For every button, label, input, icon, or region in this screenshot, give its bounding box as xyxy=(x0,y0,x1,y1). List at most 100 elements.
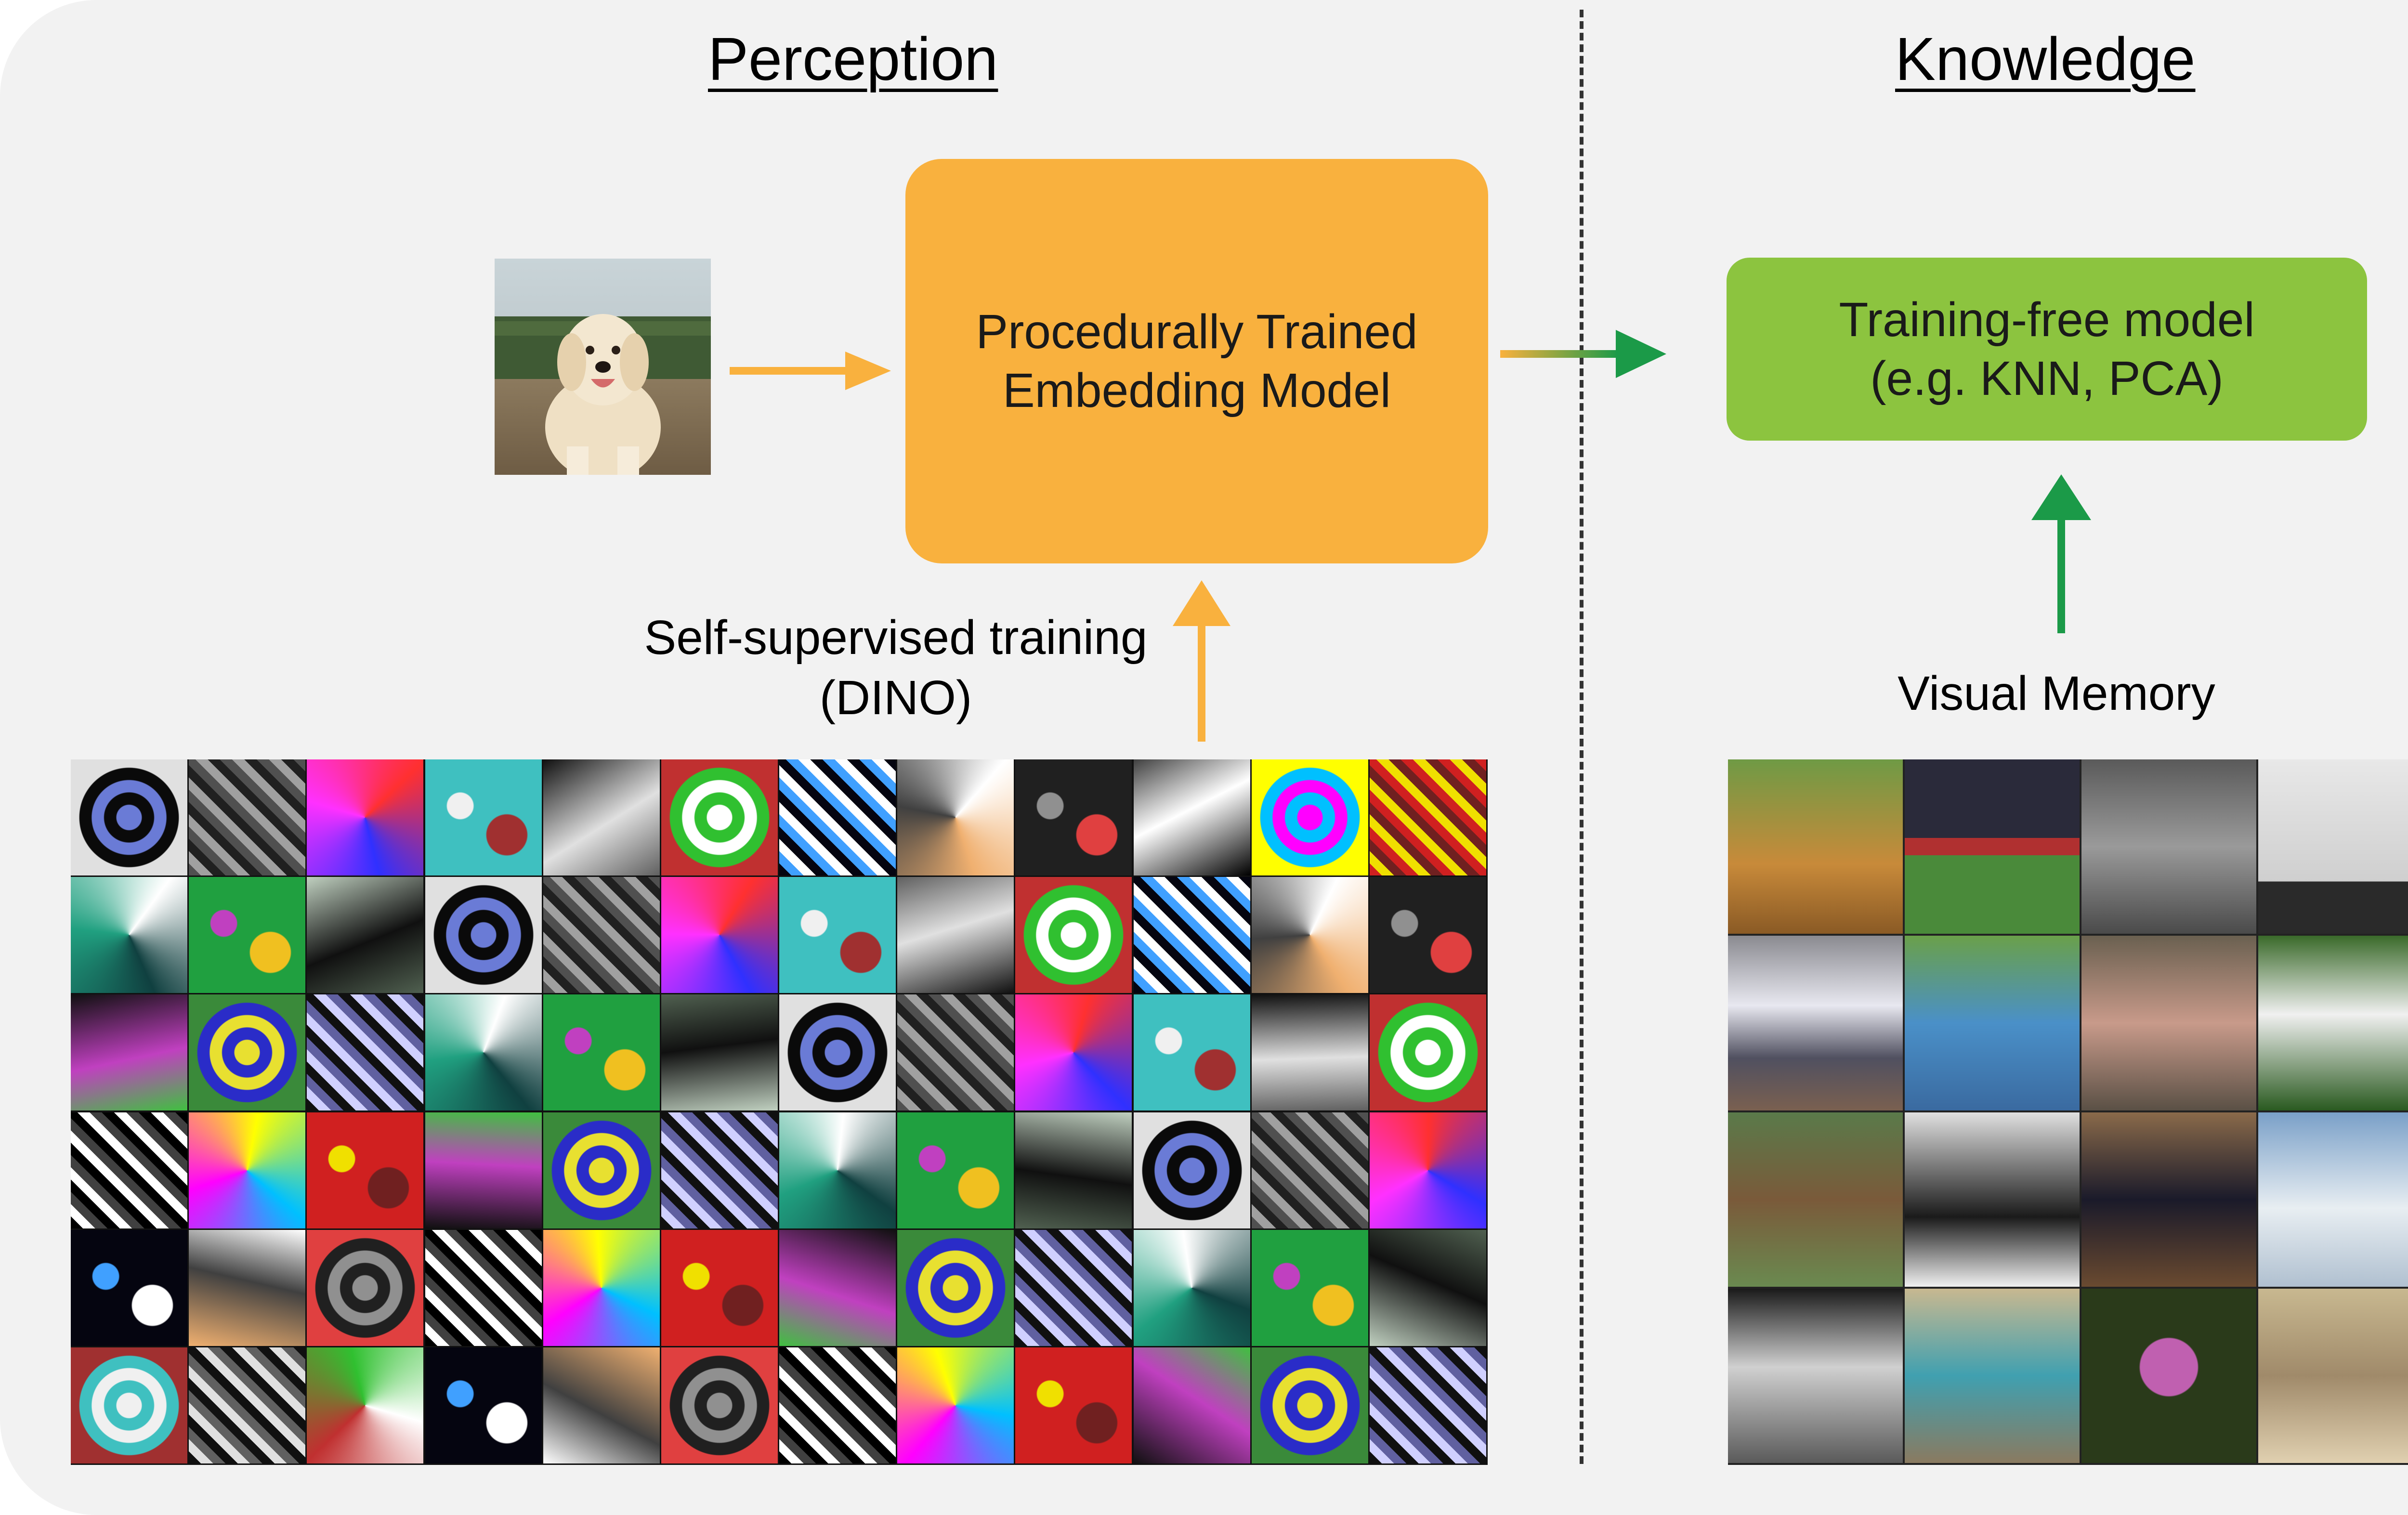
procedural-image-tile xyxy=(1133,877,1250,993)
procedural-image-tile xyxy=(71,759,188,876)
input-dog-photo xyxy=(495,259,711,475)
procedural-image-tile xyxy=(1015,877,1132,993)
procedural-image-tile xyxy=(1133,1229,1250,1346)
procedural-image-tile xyxy=(543,759,660,876)
procedural-image-tile xyxy=(779,759,896,876)
procedural-image-tile xyxy=(779,877,896,993)
procedural-image-tile xyxy=(661,1347,778,1463)
loafer-shoes-photo xyxy=(1905,1112,2080,1287)
procedural-image-tile xyxy=(543,877,660,993)
training-free-model-box: Training-free model (e.g. KNN, PCA) xyxy=(1727,258,2367,441)
visual-memory-grid xyxy=(1728,759,2408,1465)
procedural-image-tile xyxy=(1251,1347,1368,1463)
procedural-image-tile xyxy=(779,1347,896,1463)
procedural-image-tile xyxy=(189,877,306,993)
procedural-images-grid xyxy=(71,759,1488,1465)
baseball-stadium-photo xyxy=(1905,759,2080,934)
procedural-image-tile xyxy=(189,994,306,1111)
procedural-image-tile xyxy=(897,994,1014,1111)
training-free-line1: Training-free model xyxy=(1839,293,2255,347)
procedural-image-tile xyxy=(543,994,660,1111)
procedural-image-tile xyxy=(1369,1229,1486,1346)
laptop-photo xyxy=(2081,1112,2256,1287)
pencil-case-photo xyxy=(1905,936,2080,1110)
procedural-image-tile xyxy=(307,1229,424,1346)
procedural-image-tile xyxy=(1015,1347,1132,1463)
procedural-image-tile xyxy=(897,1347,1014,1463)
procedural-image-tile xyxy=(1133,759,1250,876)
procedural-image-tile xyxy=(897,1112,1014,1228)
perception-heading: Perception xyxy=(708,25,998,93)
procedural-image-tile xyxy=(425,759,542,876)
procedural-image-tile xyxy=(189,1112,306,1228)
bullet-train-photo xyxy=(1728,936,1903,1110)
procedural-image-tile xyxy=(779,1229,896,1346)
procedural-image-tile xyxy=(189,1229,306,1346)
input-arrow xyxy=(730,352,891,390)
procedural-image-tile xyxy=(779,994,896,1111)
embedding-box-line2: Embedding Model xyxy=(1002,364,1391,418)
ipod-photo xyxy=(2258,759,2408,934)
hippo-photo xyxy=(2081,936,2256,1110)
procedural-image-tile xyxy=(71,877,188,993)
procedural-image-tile xyxy=(661,759,778,876)
knowledge-heading: Knowledge xyxy=(1895,25,2196,93)
training-free-line2: (e.g. KNN, PCA) xyxy=(1870,352,2224,405)
procedural-image-tile xyxy=(661,1229,778,1346)
procedural-image-tile xyxy=(1369,994,1486,1111)
procedural-image-tile xyxy=(1015,994,1132,1111)
elephant-photo xyxy=(2081,759,2256,934)
procedural-image-tile xyxy=(1133,1347,1250,1463)
ssl-label-line1: Self-supervised training xyxy=(644,611,1148,665)
procedural-image-tile xyxy=(1251,1229,1368,1346)
procedural-image-tile xyxy=(307,877,424,993)
procedural-image-tile xyxy=(425,994,542,1111)
mountain-above-clouds-photo xyxy=(2258,1112,2408,1287)
procedural-image-tile xyxy=(307,1112,424,1228)
golden-retriever-image xyxy=(495,259,711,475)
procedural-image-tile xyxy=(543,1347,660,1463)
procedural-image-tile xyxy=(71,1347,188,1463)
procedural-image-tile xyxy=(1251,994,1368,1111)
thistle-flower-photo xyxy=(2081,1288,2256,1463)
procedural-image-tile xyxy=(1133,1112,1250,1228)
procedural-image-tile xyxy=(1015,1229,1132,1346)
procedural-image-tile xyxy=(307,759,424,876)
barber-chairs-photo xyxy=(1905,1288,2080,1463)
procedural-image-tile xyxy=(425,1347,542,1463)
procedural-image-tile xyxy=(71,994,188,1111)
procedural-image-tile xyxy=(1369,877,1486,993)
procedural-image-tile xyxy=(1369,759,1486,876)
procedural-image-tile xyxy=(1251,1112,1368,1228)
procedural-image-tile xyxy=(1369,1347,1486,1463)
procedural-image-tile xyxy=(661,1112,778,1228)
procedural-image-tile xyxy=(425,1112,542,1228)
procedural-image-tile xyxy=(779,1112,896,1228)
brown-bear-photo xyxy=(1728,1112,1903,1287)
procedural-image-tile xyxy=(307,994,424,1111)
procedural-image-tile xyxy=(189,759,306,876)
ssl-training-label: Self-supervised training (DINO) xyxy=(626,608,1165,728)
procedural-image-tile xyxy=(425,877,542,993)
procedural-image-tile xyxy=(661,877,778,993)
visual-memory-arrow xyxy=(2031,474,2091,633)
procedural-image-tile xyxy=(189,1347,306,1463)
procedural-image-tile xyxy=(425,1229,542,1346)
procedural-image-tile xyxy=(1015,759,1132,876)
procedural-image-tile xyxy=(897,877,1014,993)
procedural-image-tile xyxy=(543,1229,660,1346)
embedding-to-model-arrow xyxy=(1500,330,1666,378)
procedural-image-tile xyxy=(1133,994,1250,1111)
cockatoo-photo xyxy=(2258,936,2408,1110)
procedural-image-tile xyxy=(1369,1112,1486,1228)
procedural-image-tile xyxy=(897,759,1014,876)
boxer-dog-photo xyxy=(1728,1288,1903,1463)
embedding-model-box: Procedurally Trained Embedding Model xyxy=(905,159,1488,563)
procedural-image-tile xyxy=(543,1112,660,1228)
procedural-image-tile xyxy=(1251,877,1368,993)
procedural-image-tile xyxy=(897,1229,1014,1346)
ssl-training-arrow xyxy=(1173,580,1230,742)
driftwood-photo xyxy=(2258,1288,2408,1463)
procedural-image-tile xyxy=(1251,759,1368,876)
